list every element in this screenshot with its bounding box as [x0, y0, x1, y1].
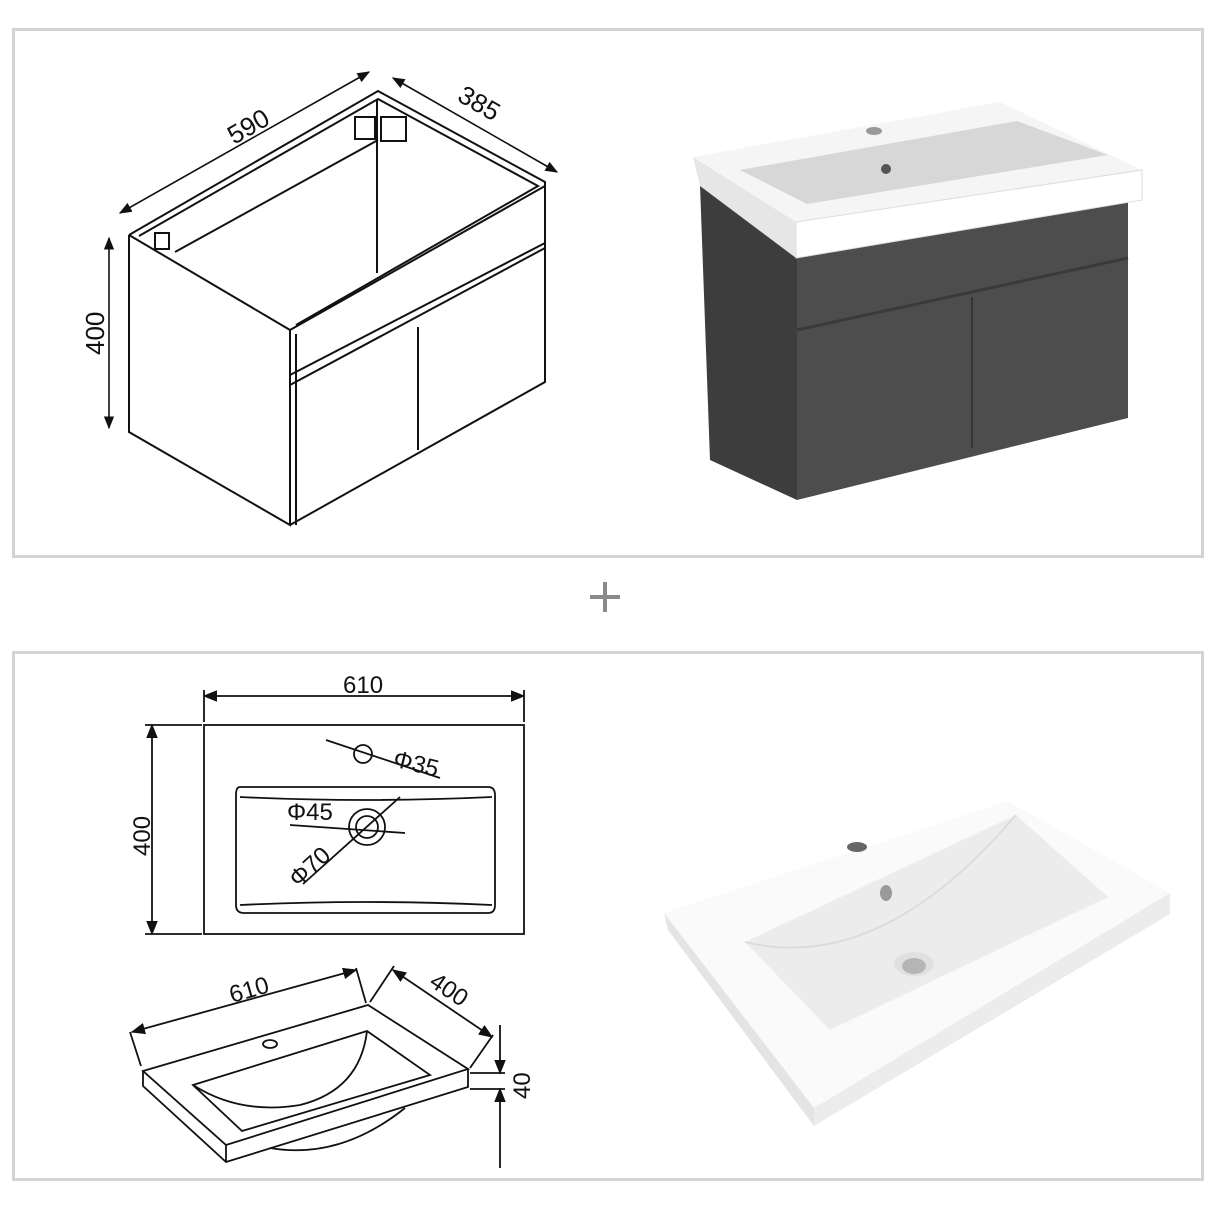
plus-icon — [590, 582, 620, 612]
basin-thickness-label: 40 — [509, 1072, 536, 1099]
cabinet-height-label: 400 — [80, 312, 110, 355]
drain-inner-diameter-label: Φ45 — [287, 799, 333, 826]
basin-width-label: 610 — [343, 672, 383, 699]
basin-height-label: 400 — [129, 816, 156, 856]
